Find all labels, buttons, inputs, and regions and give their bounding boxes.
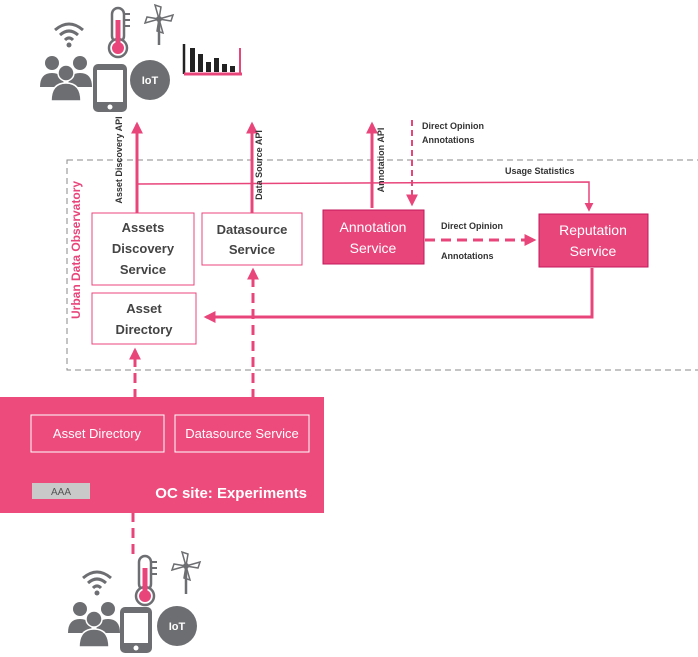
smartphone-icon (93, 64, 127, 112)
thermometer-icon (107, 6, 130, 59)
reputation-to-asset-directory-line (203, 268, 594, 323)
thermometer-icon (134, 554, 157, 607)
oc-asset-directory-box[interactable]: Asset Directory (30, 414, 165, 453)
annotation-line1: Annotation (340, 219, 407, 235)
udo-container (66, 159, 698, 371)
annotations-mid-label: Annotations (441, 251, 494, 261)
people-icon (68, 602, 120, 648)
datasource-line1: Datasource (217, 222, 288, 237)
people-icon (40, 56, 92, 102)
reputation-service-box[interactable]: Reputation Service (538, 213, 649, 268)
assets-discovery-service-box[interactable]: Assets Discovery Service (91, 212, 195, 286)
annotations-top-label: Annotations (422, 135, 475, 145)
oc-site-panel: Asset Directory Datasource Service AAA O… (0, 397, 324, 513)
wind-turbine-icon (170, 550, 202, 594)
wifi-icon (54, 22, 84, 48)
direct-opinion-top-label: Direct Opinion (422, 121, 484, 131)
aaa-box[interactable]: AAA (32, 483, 90, 499)
direct-opinion-mid-label: Direct Opinion (441, 221, 503, 231)
iot-label-bottom: IoT (169, 621, 186, 633)
reputation-line2: Service (570, 243, 617, 259)
oc-datasource-service-box[interactable]: Datasource Service (174, 414, 310, 453)
assets-discovery-line1: Assets (122, 220, 165, 235)
annotation-api-label: Annotation API (376, 128, 386, 193)
datasource-service-box[interactable]: Datasource Service (201, 212, 303, 266)
aaa-label: AAA (51, 487, 71, 498)
bar-chart-icon (182, 44, 242, 76)
iot-badge-icon: IoT (130, 60, 170, 100)
iot-label-top: IoT (142, 75, 159, 87)
connectors (129, 120, 594, 558)
datasource-line2: Service (229, 242, 275, 257)
asset-discovery-api-label: Asset Discovery API (114, 116, 124, 203)
reputation-line1: Reputation (559, 222, 627, 238)
oc-site-title: OC site: Experiments (155, 485, 307, 502)
asset-directory-line1: Asset (126, 301, 162, 316)
data-source-api-label: Data Source API (254, 130, 264, 200)
wind-turbine-icon (143, 3, 175, 45)
annotation-service-box[interactable]: Annotation Service (322, 209, 425, 265)
assets-discovery-line3: Service (120, 262, 166, 277)
top-icon-cluster: IoT (40, 3, 242, 112)
oc-asset-directory-label: Asset Directory (53, 426, 142, 441)
smartphone-icon (120, 607, 152, 653)
oc-datasource-label: Datasource Service (185, 426, 298, 441)
usage-statistics-label: Usage Statistics (505, 166, 575, 176)
annotation-line2: Service (350, 240, 397, 256)
bottom-icon-cluster: IoT (68, 550, 202, 653)
wifi-icon (82, 570, 112, 596)
iot-badge-icon: IoT (157, 606, 197, 646)
usage-statistics-line (136, 181, 594, 212)
asset-directory-line2: Directory (115, 322, 173, 337)
udo-label: Urban Data Observatory (69, 181, 83, 319)
asset-directory-box[interactable]: Asset Directory (91, 292, 197, 345)
assets-discovery-line2: Discovery (112, 241, 175, 256)
